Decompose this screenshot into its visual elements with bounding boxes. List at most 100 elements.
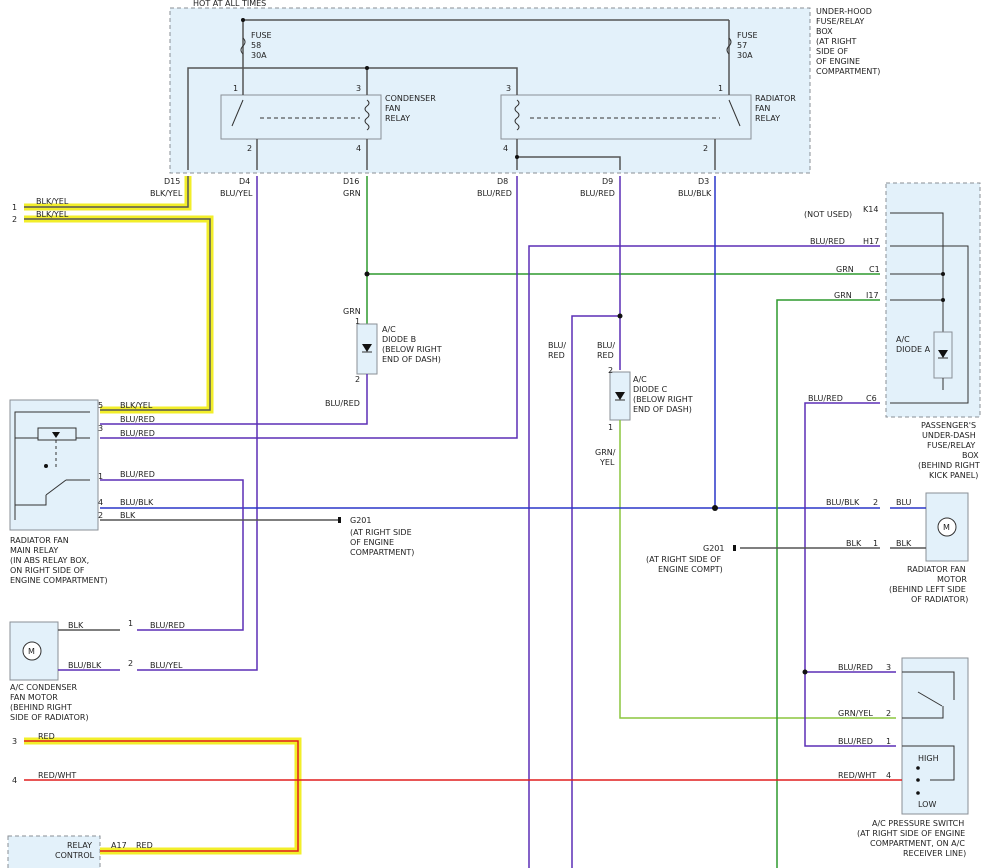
rad-motor-line2: MOTOR xyxy=(937,575,967,584)
diode-c-line2: DIODE C xyxy=(633,385,668,394)
main-pin3: 3 xyxy=(98,424,103,433)
pass-k14: K14 xyxy=(863,205,878,214)
relay1-pin4: 4 xyxy=(356,144,361,153)
wire-label-blu-red-diodeb: BLU/RED xyxy=(325,399,360,408)
sw-pin1: 1 xyxy=(886,737,891,746)
wire-label-blk-yel-5: BLK/YEL xyxy=(120,401,153,410)
fuse57-line1: FUSE xyxy=(737,31,758,40)
wire-blk-yel-pin2 xyxy=(24,218,211,411)
wire-label-blu-red-pin1: BLU/RED xyxy=(120,470,155,479)
wire-label-blu-red-main: BLU/RED xyxy=(120,415,155,424)
rad-motor-line1: RADIATOR FAN xyxy=(907,565,966,574)
pass-c1: C1 xyxy=(869,265,880,274)
sw-pin2: 2 xyxy=(886,709,891,718)
wire-label-blu-blk-motor: BLU/BLK xyxy=(68,661,102,670)
radiator-relay-line2: FAN xyxy=(755,104,770,113)
wire-label-blu-red-d9: BLU/RED xyxy=(580,189,615,198)
diode-c-line3: (BELOW RIGHT xyxy=(633,395,693,404)
wire-blu-red-h17 xyxy=(528,245,880,868)
diode-c-pin1: 1 xyxy=(608,423,613,432)
wire-label-grn-yel-switch: GRN/YEL xyxy=(838,709,873,718)
ac-motor-line3: (BEHIND RIGHT xyxy=(10,703,72,712)
wire-label-blk-yel-d15: BLK/YEL xyxy=(150,189,183,198)
wire-label-grn-yel-b: YEL xyxy=(599,458,615,467)
rad-motor-pin2: 2 xyxy=(873,498,878,507)
conn-d8: D8 xyxy=(497,177,508,186)
pass-box-line2: UNDER-DASH xyxy=(922,431,976,440)
condenser-relay-line1: CONDENSER xyxy=(385,94,436,103)
relay2-pin3: 3 xyxy=(506,84,511,93)
conn-d9: D9 xyxy=(602,177,613,186)
g2-line1: G201 xyxy=(703,544,724,553)
wire-label-blk-rad2: BLK xyxy=(896,539,912,548)
radiator-relay-line3: RELAY xyxy=(755,114,780,123)
wire-label-grn-diodeb: GRN xyxy=(343,307,361,316)
wire-blu-red-diodeb xyxy=(100,374,368,425)
diode-b-pin1: 1 xyxy=(355,317,360,326)
ac-pressure-switch-box xyxy=(901,657,969,815)
wire-blk-yel-d15 xyxy=(24,176,189,208)
main-relay-line4: ON RIGHT SIDE OF xyxy=(10,566,85,575)
wire-label-blu-red-d8: BLU/RED xyxy=(477,189,512,198)
g1-line1: G201 xyxy=(350,516,371,525)
acm-pin2: 2 xyxy=(128,659,133,668)
underhood-line2: FUSE/RELAY xyxy=(816,17,864,26)
wire-label-blk-yel-1: BLK/YEL xyxy=(36,197,69,206)
wire-label-blu-red-sw3: BLU/RED xyxy=(838,663,873,672)
pass-c6: C6 xyxy=(866,394,877,403)
relay-control-box xyxy=(7,835,101,868)
wire-label-blu-red-split2a: BLU/ xyxy=(597,341,615,350)
wire-label-blu-blk-motor: BLU/BLK xyxy=(826,498,860,507)
ac-motor-line2: FAN MOTOR xyxy=(10,693,58,702)
wire-label-red: RED xyxy=(38,732,55,741)
left-pin2: 2 xyxy=(12,215,17,224)
ac-motor-line1: A/C CONDENSER xyxy=(10,683,77,692)
underhood-line7: COMPARTMENT) xyxy=(816,67,880,76)
underhood-line4: (AT RIGHT xyxy=(816,37,857,46)
sw-pin3: 3 xyxy=(886,663,891,672)
conn-d15: D15 xyxy=(164,177,180,186)
wire-label-blk-yel-2: BLK/YEL xyxy=(36,210,69,219)
rad-motor-symbol xyxy=(937,517,957,537)
wire-label-blu-red-h17: BLU/RED xyxy=(810,237,845,246)
diode-b-line4: END OF DASH) xyxy=(382,355,441,364)
main-relay-line5: ENGINE COMPARTMENT) xyxy=(10,576,108,585)
wire-label-blu-red-c6: BLU/RED xyxy=(808,394,843,403)
wire-label-grn-d16: GRN xyxy=(343,189,361,198)
relay1-pin3: 3 xyxy=(356,84,361,93)
fuse58-line2: 58 xyxy=(251,41,261,50)
rad-motor-m: M xyxy=(943,523,950,532)
relay-control-a17: A17 xyxy=(111,841,127,850)
highlight-red xyxy=(24,737,302,855)
diode-c-pin2: 2 xyxy=(608,366,613,375)
main-relay-contact xyxy=(45,479,67,496)
diode-b-pin2: 2 xyxy=(355,375,360,384)
wire-label-grn-i17: GRN xyxy=(834,291,852,300)
pressure-switch-line4: RECEIVER LINE) xyxy=(903,849,966,858)
wire-grn-yel xyxy=(619,420,896,719)
switch-low: LOW xyxy=(918,800,936,809)
fuse57-line2: 57 xyxy=(737,41,747,50)
relay-control-line1: RELAY xyxy=(67,841,92,850)
pass-box-line1: PASSENGER'S xyxy=(921,421,976,430)
conn-d3: D3 xyxy=(698,177,709,186)
diode-b-line3: (BELOW RIGHT xyxy=(382,345,442,354)
fuse57-line3: 30A xyxy=(737,51,753,60)
wire-label-grn-c1: GRN xyxy=(836,265,854,274)
wire-label-blu-yel-motor: BLU/YEL xyxy=(150,661,183,670)
main-pin5: 5 xyxy=(98,401,103,410)
wire-label-blu-red-sw1: BLU/RED xyxy=(838,737,873,746)
g1-line3: OF ENGINE xyxy=(350,538,394,547)
wire-label-blu-red-split1a: BLU/ xyxy=(548,341,566,350)
main-relay-line3: (IN ABS RELAY BOX, xyxy=(10,556,89,565)
radiator-fan-main-relay-box xyxy=(9,399,99,531)
rad-motor-line4: OF RADIATOR) xyxy=(911,595,968,604)
radiator-relay-line1: RADIATOR xyxy=(755,94,796,103)
left-pin3: 3 xyxy=(12,737,17,746)
diode-a-symbol xyxy=(938,350,948,358)
g2-line3: ENGINE COMPT) xyxy=(658,565,723,574)
pass-box-line3: FUSE/RELAY xyxy=(927,441,975,450)
relay2-pin1: 1 xyxy=(718,84,723,93)
main-pin4: 4 xyxy=(98,498,103,507)
relay2-pin2: 2 xyxy=(703,144,708,153)
